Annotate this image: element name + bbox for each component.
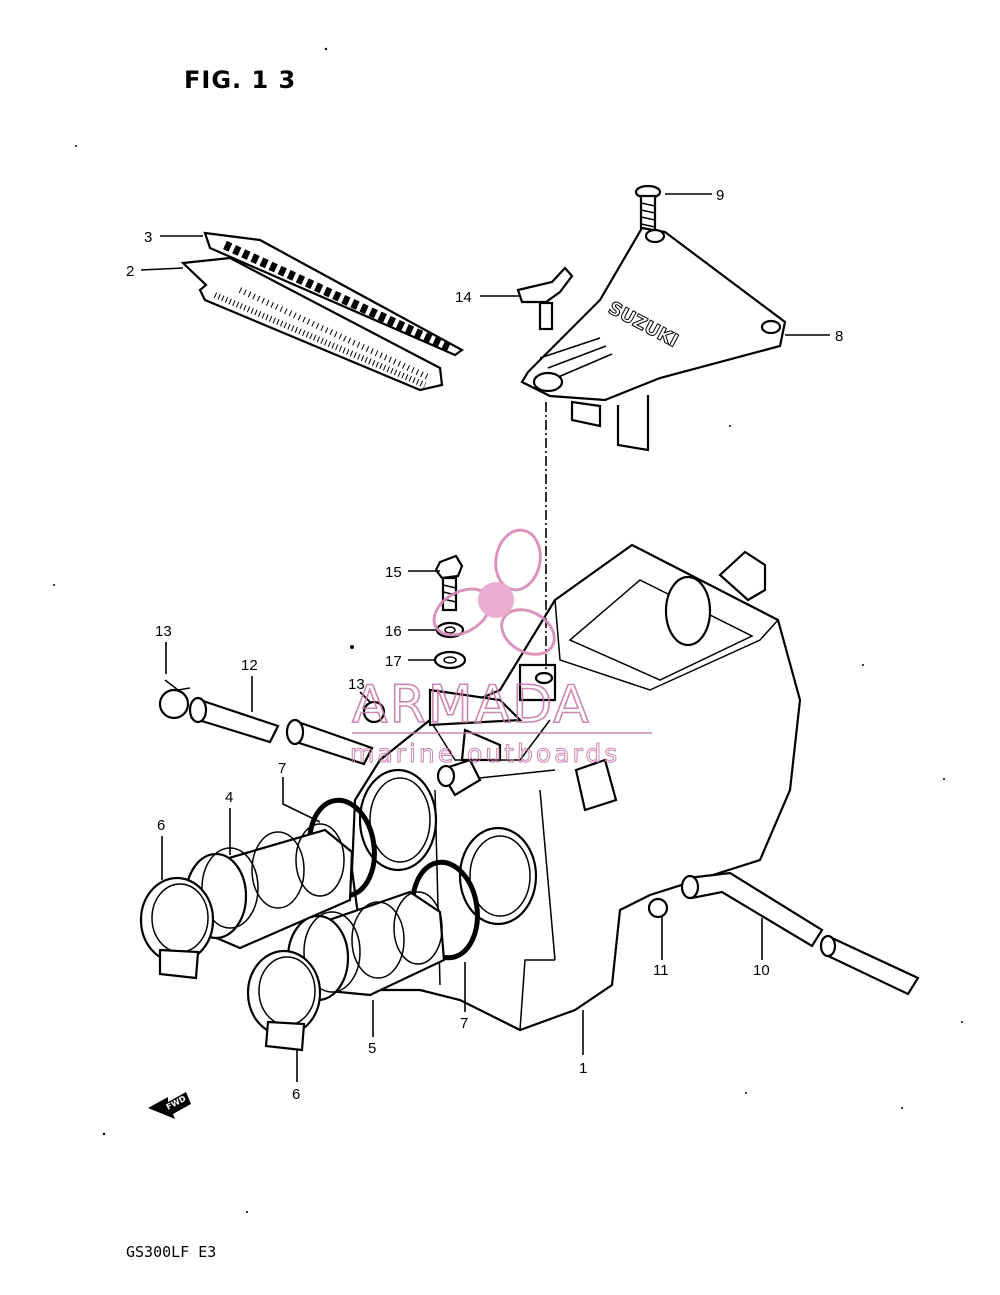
part-13-clip-left: [158, 679, 191, 720]
part-13-clip-right: [362, 700, 386, 724]
watermark: ARMADA marine outboards: [350, 528, 652, 769]
callout-6-upper: 6: [157, 817, 165, 834]
callout-16: 16: [385, 623, 402, 640]
callout-13-right: 13: [348, 676, 365, 693]
callout-12: 12: [241, 657, 258, 674]
leader-lines: [140, 193, 830, 1082]
fwd-arrow-icon: FWD: [148, 1092, 191, 1119]
watermark-brand: ARMADA: [352, 675, 591, 735]
part-14-wing-nut: [516, 266, 574, 331]
callout-7-lower: 7: [460, 1015, 468, 1032]
callout-2: 2: [126, 263, 134, 280]
part-3-filter-grid: [203, 231, 465, 357]
callout-9: 9: [716, 187, 724, 204]
part-17-washer: [433, 650, 467, 670]
scan-specks: [53, 47, 963, 1213]
part-6-clamp-upper: [139, 876, 215, 980]
callout-numbers: 1 2 3 4 5 6 6 7 7 8 9 10 11 12 13 13 14 …: [126, 187, 843, 1103]
propeller-logo-icon: [432, 528, 556, 656]
watermark-tagline: marine outboards: [350, 739, 620, 768]
part-6-clamp-lower: [246, 949, 322, 1052]
callout-6-lower: 6: [292, 1086, 300, 1103]
callout-7-upper: 7: [278, 760, 286, 777]
callout-17: 17: [385, 653, 402, 670]
part-2-filter-foam: [180, 256, 444, 392]
part-12-hose: [188, 696, 374, 766]
callout-15: 15: [385, 564, 402, 581]
part-8-cover: SUZUKI: [520, 226, 787, 452]
callout-5: 5: [368, 1040, 376, 1057]
model-code: GS300LF E3: [126, 1243, 217, 1261]
callout-8: 8: [835, 328, 843, 345]
part-10-breather-hose: [680, 871, 920, 996]
callout-1: 1: [579, 1060, 587, 1077]
callout-14: 14: [455, 289, 472, 306]
part-1-air-cleaner-case: [350, 543, 802, 1032]
part-9-cover-screw: [634, 184, 662, 234]
callout-4: 4: [225, 789, 233, 806]
callout-3: 3: [144, 229, 152, 246]
callout-11: 11: [653, 962, 669, 979]
part-11-clip: [647, 897, 669, 919]
part-15-bolt: [434, 554, 464, 612]
callout-13-left: 13: [155, 623, 172, 640]
figure-title: FIG. 1 3: [184, 66, 297, 94]
callout-10: 10: [753, 962, 770, 979]
